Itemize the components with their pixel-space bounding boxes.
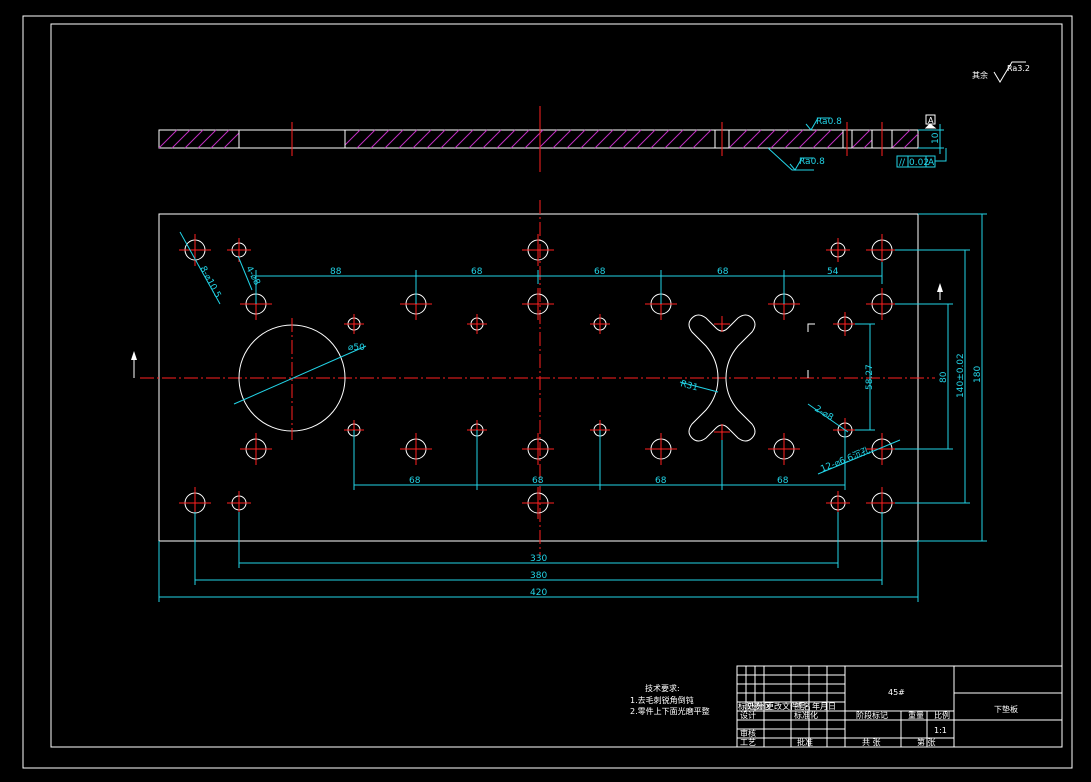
side-view-outline (158, 129, 919, 149)
tolerance-datum: A (928, 158, 935, 168)
tb-row-label: 分区 (756, 702, 772, 711)
tb-design: 设计 (740, 710, 756, 720)
dim-b1: 68 (409, 476, 421, 486)
surface-note: 其余 Ra3.2 (972, 61, 1030, 83)
roughness-general: Ra3.2 (1007, 64, 1030, 73)
tech-item-2: 2.零件上下面光磨平整 (630, 706, 710, 716)
tb-scale: 比例 (934, 710, 950, 720)
callout-leader-1 (179, 231, 221, 305)
tb-row-label: 年月日 (812, 701, 836, 711)
dim-h5: 54 (827, 267, 839, 277)
dim-r31: R31 (679, 379, 699, 393)
parallelism-value: 0.02 (909, 158, 929, 168)
tb-sheet-of: 第 张 (917, 737, 936, 747)
dim-330: 330 (530, 554, 547, 564)
outer-border (22, 15, 1073, 769)
tb-process: 工艺 (740, 738, 756, 747)
roughness-top: Ra0.8 (816, 117, 842, 127)
title-block-outline (736, 665, 1063, 748)
tb-standard: 标准化 (794, 710, 818, 720)
tb-sheet: 共 张 (862, 738, 881, 747)
surface-note-label: 其余 (972, 70, 988, 80)
tb-review: 审核 (740, 728, 756, 738)
roughness-side: Ra0.8 (799, 157, 825, 167)
tb-row-label: 签名 (795, 701, 811, 711)
datum-letter: A (928, 116, 934, 125)
section-arrow-right-icon (937, 283, 943, 292)
thickness-value-text: 10 (931, 132, 941, 144)
tb-scale-value: 1:1 (934, 726, 947, 735)
roughness-symbol-icon (993, 61, 1026, 83)
dim-380: 380 (530, 571, 547, 581)
dim-5827: 58.27 (865, 364, 875, 390)
dim-h1: 88 (330, 267, 342, 277)
inner-border (50, 23, 1063, 748)
dim-80: 80 (939, 371, 949, 383)
dim-d50: ⌀50 (348, 343, 365, 353)
dim-h3: 68 (594, 267, 606, 277)
tb-stage-mark: 阶段标记 (856, 710, 888, 720)
tech-title: 技术要求: (645, 683, 680, 693)
tech-requirements: 技术要求: 1.去毛刺锐角倒钝 2.零件上下面光磨平整 (630, 683, 710, 716)
dim-b3: 68 (655, 476, 667, 486)
tb-row-label: 处数 (747, 701, 763, 711)
dim-h4: 68 (717, 267, 729, 277)
bottom-dimension-chain: 68 68 68 68 (353, 430, 846, 490)
callout-leader-4 (817, 439, 901, 475)
vertical-dimensions: 58.27 80 140±0.02 180 (855, 213, 987, 542)
tb-material: 45# (888, 688, 905, 697)
side-view: Ra0.8 Ra0.8 10 A // 0.02 A (158, 106, 947, 172)
top-dimension-chain: 88 68 68 68 54 (255, 262, 883, 304)
datum-triangle-icon (924, 123, 937, 129)
roughness-leader (767, 147, 814, 171)
section-arrow-left-icon (131, 351, 137, 360)
tb-row-label: 标记 (738, 701, 754, 711)
callout-leader-3 (807, 403, 849, 433)
tolerance-leader (935, 148, 947, 162)
dim-180: 180 (973, 366, 983, 383)
tech-item-1: 1.去毛刺锐角倒钝 (630, 695, 694, 705)
overall-dimensions: 330 380 420 (158, 512, 919, 602)
callout-leader-2 (237, 255, 253, 291)
dim-140: 140±0.02 (956, 353, 966, 398)
tb-weight: 重量 (908, 710, 924, 720)
dim-b2: 68 (532, 476, 544, 486)
dim-420: 420 (530, 588, 547, 598)
r31-leader (679, 381, 719, 393)
tb-row-label: 更改文件号 (766, 701, 806, 711)
roughness-top-icon (805, 117, 830, 131)
side-hatch (158, 129, 919, 149)
dim-b4: 68 (777, 476, 789, 486)
title-block: 标记 处数 分区 更改文件号 签名 年月日 设计 标准化 审核 工艺 批准 阶段… (736, 665, 1063, 748)
tb-approve: 批准 (797, 737, 813, 747)
callout-holes1: 8-⌀10.5 (197, 265, 222, 300)
dim-h2: 68 (471, 267, 483, 277)
top-view: ⌀50 R31 88 68 68 68 54 (131, 200, 987, 602)
roughness-side-icon (789, 157, 814, 171)
parallel-icon: // (899, 158, 906, 168)
tb-part-name: 下垫板 (994, 704, 1018, 714)
x-cutout (688, 314, 756, 442)
right-notch (807, 323, 815, 378)
large-bore-leader (233, 345, 367, 405)
